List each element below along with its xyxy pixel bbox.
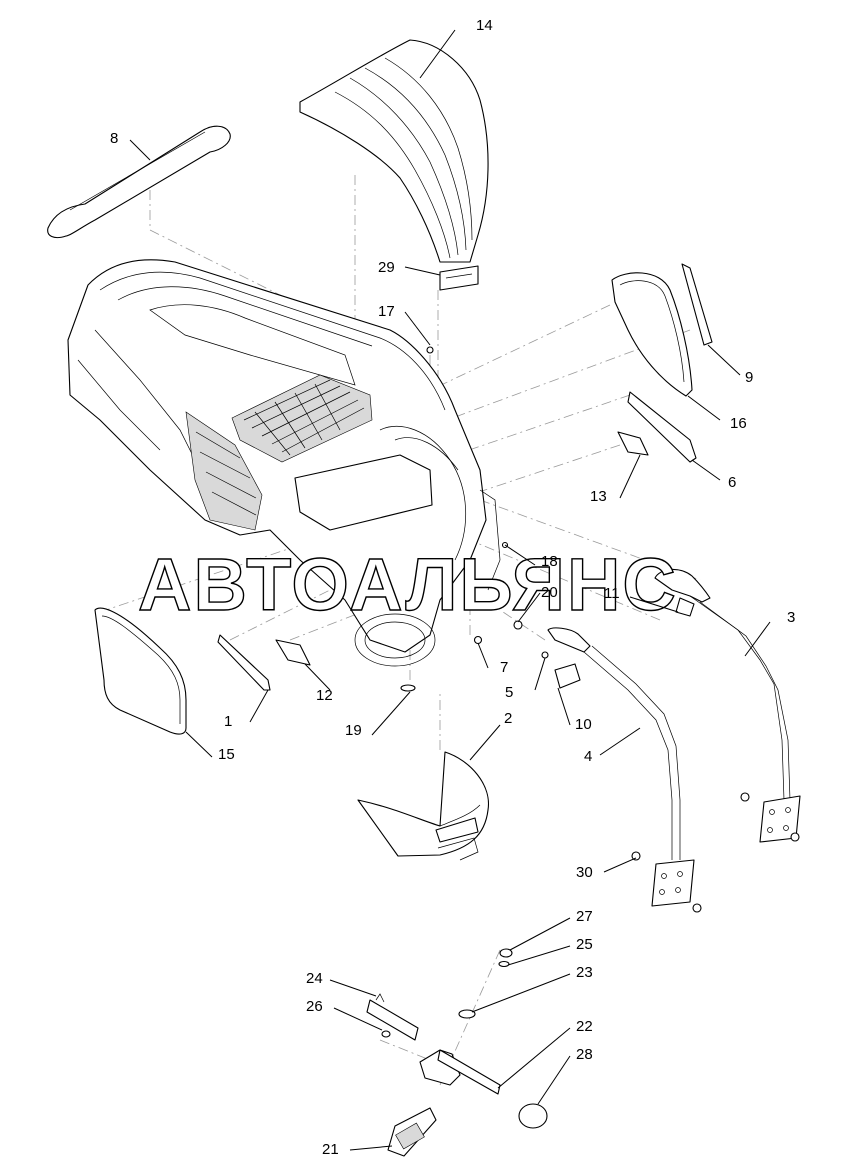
- callout-30: 30: [576, 864, 593, 881]
- hood-body: [67, 259, 501, 667]
- callout-7: 7: [500, 659, 508, 676]
- callout-28: 28: [576, 1046, 593, 1063]
- part-12: [275, 639, 311, 666]
- callout-15: 15: [218, 746, 235, 763]
- top-cover-part-14: [299, 39, 489, 291]
- callout-26: 26: [306, 998, 323, 1015]
- callout-27: 27: [576, 908, 593, 925]
- callout-2: 2: [504, 710, 512, 727]
- callout-20: 20: [541, 584, 558, 601]
- lower-cowl-part-2: [357, 751, 489, 861]
- callout-4: 4: [584, 748, 592, 765]
- callout-labels: 14 8 29 17 9 16 6 13 18 20 11 3 7 5 10 1…: [110, 17, 795, 1158]
- callout-25: 25: [576, 936, 593, 953]
- callout-1: 1: [224, 713, 232, 730]
- callout-24: 24: [306, 970, 323, 987]
- callout-29: 29: [378, 259, 395, 276]
- callout-10: 10: [575, 716, 592, 733]
- callout-11: 11: [604, 585, 620, 602]
- callout-16: 16: [730, 415, 747, 432]
- pedal-part-3: [654, 568, 801, 843]
- pedal-part-4: [547, 627, 702, 913]
- callout-6: 6: [728, 474, 736, 491]
- right-window-part-16: [611, 272, 693, 397]
- callout-3: 3: [787, 609, 795, 626]
- strip-part-6: [627, 391, 697, 463]
- callout-23: 23: [576, 964, 593, 981]
- callout-13: 13: [590, 488, 607, 505]
- side-panel-part-15: [94, 607, 187, 735]
- callout-22: 22: [576, 1018, 593, 1035]
- callout-9: 9: [745, 369, 753, 386]
- watermark-text: АВТОАЛЬЯНС: [138, 543, 678, 626]
- callout-19: 19: [345, 722, 362, 739]
- side-strip-part-8: [47, 125, 231, 239]
- strip-part-9: [681, 263, 713, 346]
- part-13: [617, 431, 649, 456]
- callout-5: 5: [505, 684, 513, 701]
- callout-17: 17: [378, 303, 395, 320]
- callout-8: 8: [110, 130, 118, 147]
- pedal-bracket-assembly: [366, 948, 548, 1157]
- callout-12: 12: [316, 687, 333, 704]
- strip-part-1: [217, 634, 271, 691]
- callout-14: 14: [476, 17, 493, 34]
- callout-21: 21: [322, 1141, 339, 1158]
- callout-18: 18: [541, 553, 558, 570]
